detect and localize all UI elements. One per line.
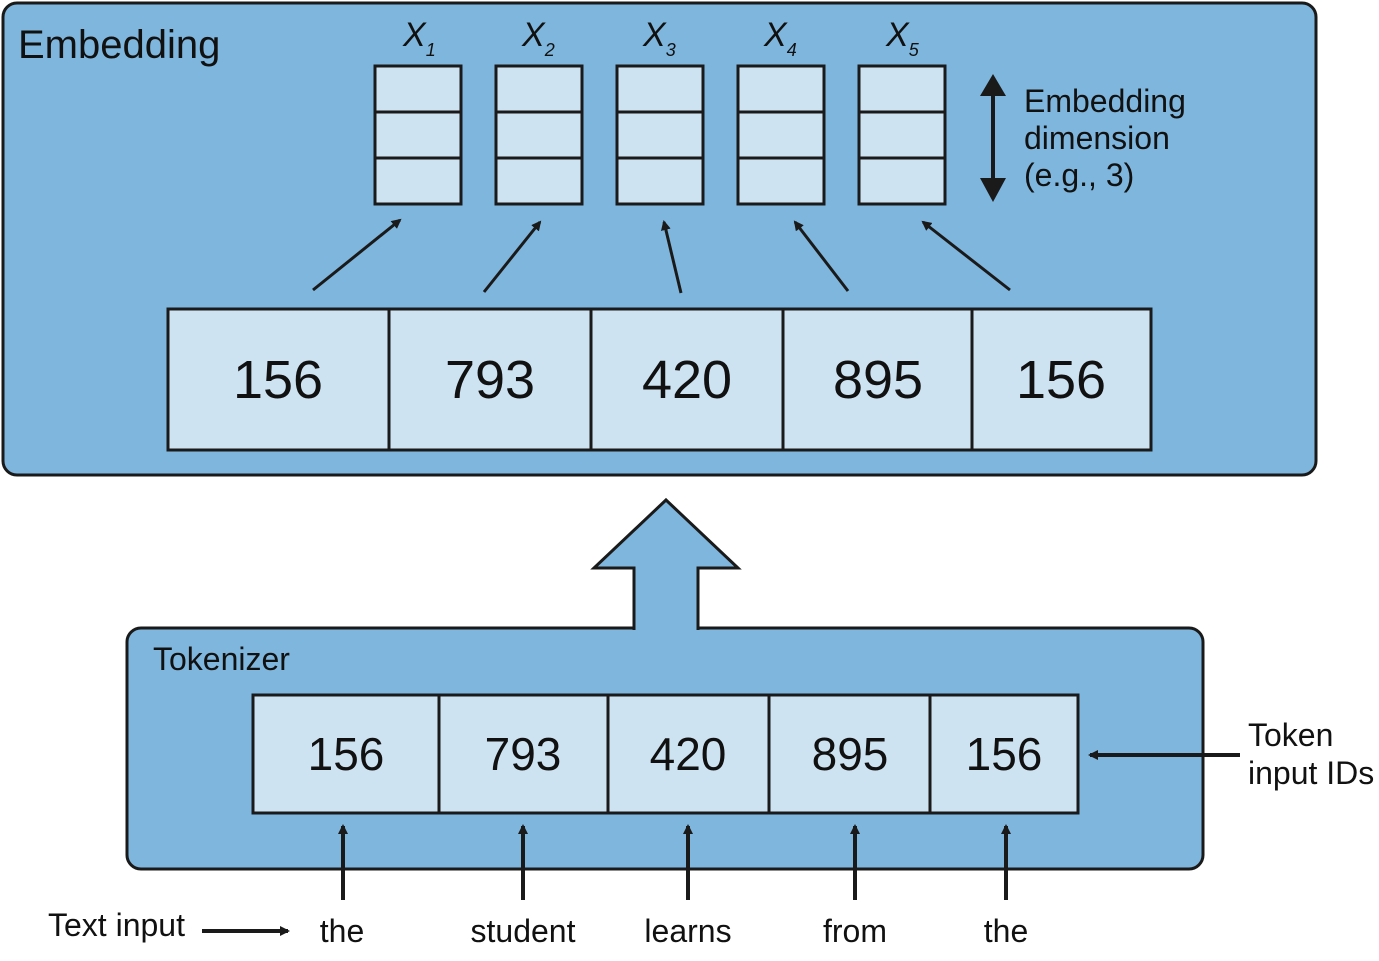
- dimension-double-arrow-icon: [980, 74, 1006, 202]
- arrow-id-to-vector-5: [921, 220, 1011, 292]
- big-up-arrow-icon: [590, 497, 742, 630]
- token-ids-label: Token input IDs: [1248, 717, 1374, 791]
- tokenizer-id-4: 895: [812, 728, 889, 780]
- tokenizer-id-5: 156: [966, 728, 1043, 780]
- tokenizer-id-3: 420: [650, 728, 727, 780]
- word-4: from: [823, 913, 887, 949]
- arrow-id-to-vector-2: [482, 220, 542, 293]
- arrow-id-to-vector-4: [793, 220, 850, 292]
- tokenizer-id-2: 793: [485, 728, 562, 780]
- vector-label-4: X4: [763, 16, 797, 60]
- tokenizer-id-row: [251, 693, 1080, 815]
- word-5: the: [984, 913, 1028, 949]
- embedding-id-5: 156: [1016, 350, 1106, 410]
- tokenizer-title: Tokenizer: [153, 641, 290, 677]
- word-1: the: [320, 913, 364, 949]
- tokenizer-id-1: 156: [308, 728, 385, 780]
- text-input-label: Text input: [48, 907, 185, 943]
- embedding-vector-5: [857, 64, 947, 206]
- word-3: learns: [644, 913, 731, 949]
- embedding-id-3: 420: [642, 350, 732, 410]
- embedding-id-row: [166, 307, 1153, 452]
- vector-label-3: X3: [642, 16, 676, 60]
- arrow-id-to-vector-1: [312, 218, 402, 292]
- embedding-id-1: 156: [233, 350, 323, 410]
- vector-label-5: X5: [885, 16, 920, 60]
- arrow-id-to-vector-3: [661, 220, 683, 294]
- vector-label-2: X2: [521, 16, 555, 60]
- embedding-vector-1: [373, 64, 463, 206]
- dimension-label: Embedding dimension (e.g., 3): [1024, 83, 1195, 193]
- embedding-title: Embedding: [18, 23, 220, 67]
- embedding-vector-2: [494, 64, 584, 206]
- embedding-id-2: 793: [445, 350, 535, 410]
- embedding-vector-4: [736, 64, 826, 206]
- vector-label-1: X1: [402, 16, 436, 60]
- embedding-vector-3: [615, 64, 705, 206]
- word-2: student: [471, 913, 576, 949]
- embedding-id-4: 895: [833, 350, 923, 410]
